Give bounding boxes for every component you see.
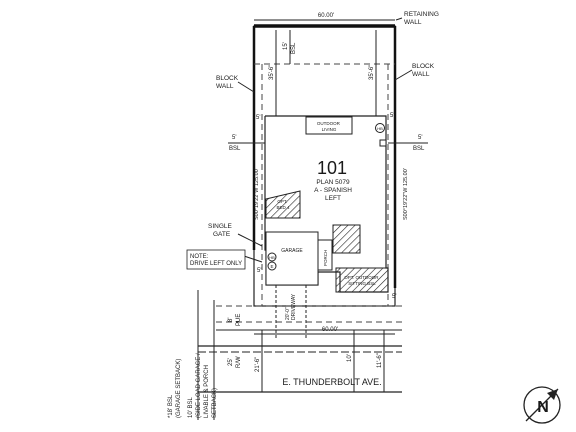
dim-21-label: 21'-6" [255,357,261,372]
e-marker-label: E [270,264,273,269]
dim-5-right: 5' [390,113,394,119]
driveway-label: 20'-0" DRIVEWAY [285,293,297,320]
dim-10-label: 10' [347,354,353,362]
porch-label: PORCH [323,250,328,266]
bsl-top-label: BSL [291,42,297,54]
lot-width-bottom: 60.00' [322,327,338,333]
dim-35-left: 35'-6" [269,65,275,80]
porch-area [332,224,361,254]
leader-gate [237,233,263,247]
dim-5-garage: 5' [257,268,261,274]
street-name: E. THUNDERBOLT AVE. [282,377,381,387]
opt-sitting-label: OPT. OUTDOOR SITTING BSL [344,275,380,286]
dim-11-label: 11'-6" [377,353,383,368]
dim-5-bsl-left: 5' [232,135,236,141]
outdoor-living-area [305,116,353,135]
note-label: NOTE: DRIVE LEFT ONLY [190,254,242,267]
opt-sitting-area [335,267,389,293]
rw-label: R/W [236,356,242,368]
lot-width-top: 60.00' [318,13,334,19]
bearing-right: S00°19'22"W 125.00' [403,168,409,220]
setback-15-label: 15' [283,42,289,50]
side-setback-label: 10' BSL (SIDE LOAD GARAGE / LIVABLE & PO… [188,352,218,418]
leader-block-right [394,69,413,81]
block-wall-left-label: BLOCK WALL [216,75,240,90]
single-gate-label: SINGLE GATE [208,223,234,238]
dim-5-bsl-right: 5' [418,135,422,141]
porch-box [317,239,333,271]
opt-bed-4-area [265,190,301,219]
leader-note [243,255,263,263]
bearing-left: S00°19'22"W 125.00' [254,168,260,220]
plan-line-2: A - SPANISH [314,187,352,194]
retaining-wall-label: RETAINING WALL [404,11,441,26]
plan-line-1: PLAN 5079 [316,179,350,186]
hb-garage-label: HB [269,255,275,260]
outdoor-living-label: OUTDOOR LIVING [317,121,341,132]
bsl-right-label: BSL [413,146,425,152]
dim-5-left: 5' [256,115,260,121]
leader-block-left [237,81,255,93]
hose-bib-icon [375,123,385,133]
dim-25-label: 25' [228,358,234,366]
dim-35-right: 35'-6" [369,65,375,80]
dim-5-bottom-right: 5' [392,294,396,300]
dim-8-label: 8' [228,318,234,322]
garage-label: GARAGE [281,248,303,254]
pue-label: PUE [236,314,242,326]
equipment-pad [379,139,387,147]
hose-bib-icon [267,252,277,262]
lot-number: 101 [317,158,347,178]
hb-top-label: HB [377,126,383,131]
plan-line-3: LEFT [325,195,341,202]
north-arrow-icon [523,386,561,424]
opt-bed-label: OPT. BED 4 [276,199,290,210]
note-box: NOTE: DRIVE LEFT ONLY [186,249,246,270]
bsl-left-label: BSL [229,146,241,152]
garage-setback-label: *18' BSL (GARAGE SETBACK) [168,359,182,418]
block-wall-right-label: BLOCK WALL [412,63,436,78]
leader-retaining [395,17,403,21]
north-label: N [537,399,549,416]
electric-meter-icon [267,261,277,271]
